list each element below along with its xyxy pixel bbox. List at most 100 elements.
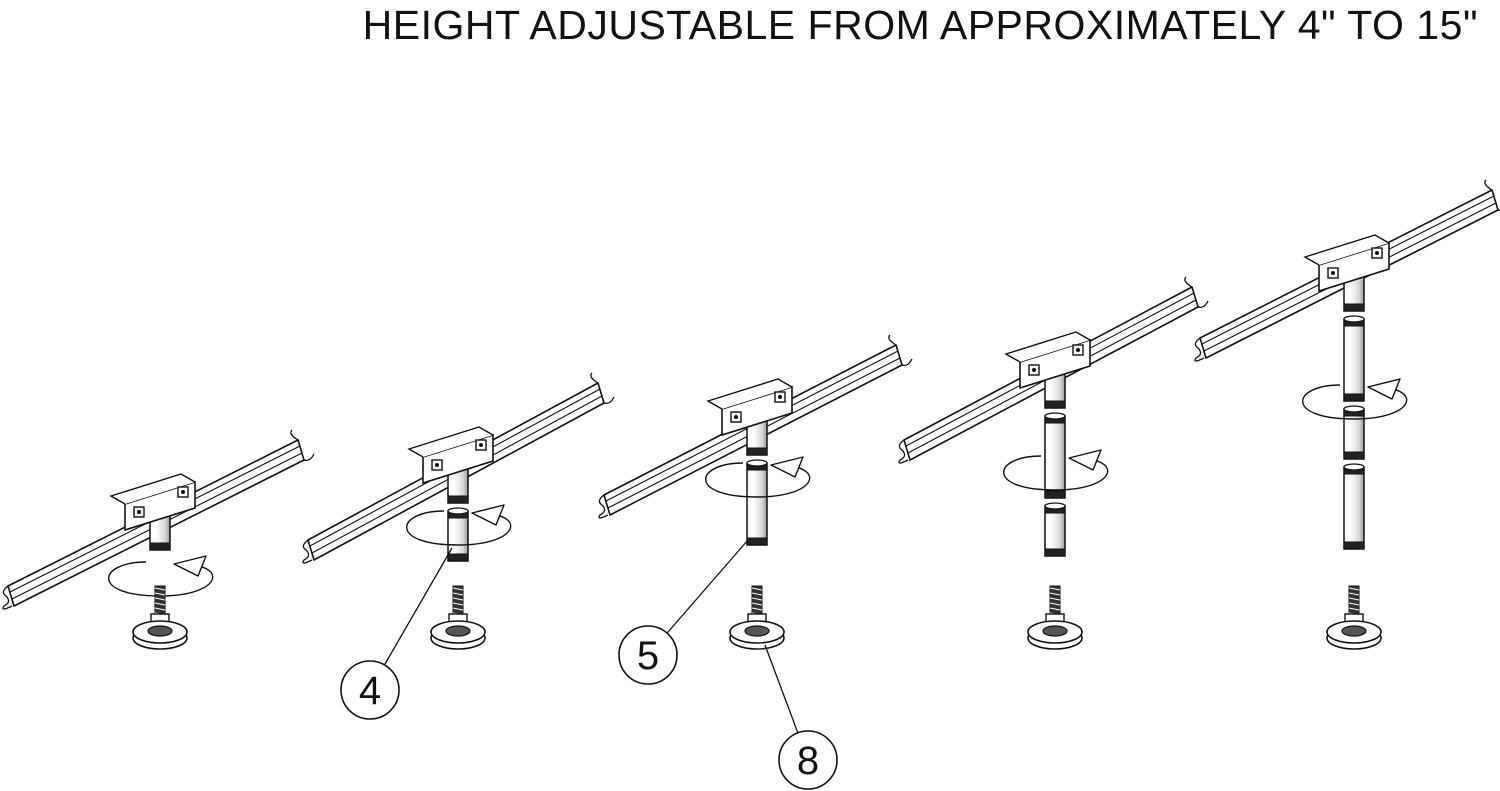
bracket-screw-head (137, 510, 141, 514)
tube-opening (1044, 412, 1066, 420)
tube-body (1044, 415, 1066, 499)
foot-bolt (751, 585, 763, 617)
center-bracket (706, 378, 793, 437)
bolt-thread (154, 607, 166, 611)
glide-foot (1326, 585, 1382, 650)
bracket-screw-head (1375, 251, 1379, 255)
foot-center (147, 625, 173, 637)
rotation-arrow (1302, 378, 1408, 420)
bolt-thread (1348, 602, 1360, 606)
tube-thread (1343, 303, 1365, 312)
bracket-screw-head (1076, 348, 1080, 352)
center-bracket (1303, 234, 1390, 293)
rotation-path (1003, 455, 1109, 491)
rotation-arrow (406, 504, 512, 546)
glide-foot (729, 585, 785, 650)
rotation-arrowhead (471, 504, 505, 526)
tube-thread (1044, 400, 1066, 409)
tube-body (1343, 318, 1365, 402)
rotation-arrow (705, 456, 811, 498)
stage-4 (898, 276, 1209, 650)
bolt-thread (1049, 597, 1061, 601)
callout-label: 5 (637, 634, 659, 678)
bracket-top (1303, 234, 1390, 266)
leg-extension-5 (1343, 315, 1365, 402)
rail-cut-end (598, 494, 609, 519)
rotation-arrow (1003, 449, 1109, 491)
leg-extension-5 (1044, 412, 1066, 499)
callout-glide-foot: 8 (778, 730, 838, 790)
rotation-path (705, 462, 811, 498)
bolt-thread (154, 592, 166, 596)
tube-thread (447, 553, 469, 562)
bolt-thread (452, 602, 464, 606)
bolt-thread (154, 602, 166, 606)
rail-cut-end (1184, 276, 1209, 309)
center-bracket (109, 473, 196, 532)
bracket-screw-head (435, 463, 439, 467)
rotation-arrowhead (770, 456, 804, 478)
bolt-thread (1049, 592, 1061, 596)
page-title: HEIGHT ADJUSTABLE FROM APPROXIMATELY 4" … (362, 2, 1478, 48)
tube-opening (1343, 405, 1365, 413)
rail-cut-end (1484, 179, 1500, 212)
callout-circle (340, 660, 400, 720)
bracket-top (1004, 331, 1091, 363)
glide-foot (132, 585, 188, 650)
bolt-thread (751, 607, 763, 611)
tube-opening (447, 507, 469, 515)
bolt-thread (1049, 607, 1061, 611)
foot-bolt (1049, 585, 1061, 617)
bracket-screw-head (1331, 271, 1335, 275)
leg-extension-5 (1343, 463, 1365, 550)
bolt-thread (1348, 587, 1360, 591)
bolt-thread (1348, 592, 1360, 596)
bolt-thread (751, 597, 763, 601)
rail-cut-end (302, 539, 313, 564)
bracket-screw-head (1032, 368, 1036, 372)
callout-leader-leg-extension-short (383, 547, 453, 666)
bolt-thread (154, 597, 166, 601)
bracket-top (706, 378, 793, 410)
foot-center (1341, 625, 1367, 637)
rotation-arrowhead (1367, 378, 1401, 400)
rotation-path (1302, 384, 1408, 420)
rail-cut-end (290, 429, 315, 462)
leg-extension-4 (1343, 405, 1365, 460)
bolt-thread (751, 602, 763, 606)
bracket-screw-head (734, 415, 738, 419)
rotation-path (406, 510, 512, 546)
tube-thread (746, 447, 768, 456)
callout-label: 8 (797, 739, 819, 783)
stage-2 (302, 372, 615, 650)
callout-leg-extension-short: 4 (340, 660, 400, 720)
bolt-thread (452, 597, 464, 601)
foot-center (744, 625, 770, 637)
tube-thread (149, 542, 171, 551)
leg-extension-4 (447, 507, 469, 562)
bolt-thread (1049, 587, 1061, 591)
bolt-thread (452, 587, 464, 591)
tube-thread (1343, 451, 1365, 460)
bolt-thread (1348, 607, 1360, 611)
leg-extension-4 (1044, 502, 1066, 557)
bolt-thread (1348, 597, 1360, 601)
tube-opening (746, 459, 768, 467)
stage-5 (1194, 179, 1500, 650)
bolt-thread (1049, 602, 1061, 606)
bolt-thread (751, 592, 763, 596)
foot-bolt (154, 585, 166, 617)
bolt-thread (751, 587, 763, 591)
stage-3 (598, 334, 913, 650)
tube-thread (1343, 541, 1365, 550)
tube-opening (1044, 502, 1066, 510)
callout-label: 4 (359, 669, 381, 713)
bracket-screw-head (181, 490, 185, 494)
tube-opening (1343, 463, 1365, 471)
rail-cut-end (2, 585, 13, 610)
bracket-screw-head (479, 443, 483, 447)
callout-leader-leg-extension-long (666, 539, 749, 634)
foot-bolt (1348, 585, 1360, 617)
bolt-thread (452, 607, 464, 611)
